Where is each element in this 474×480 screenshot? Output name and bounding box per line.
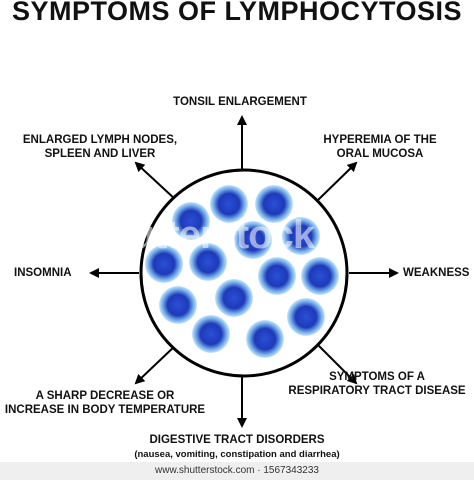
symptom-bottom-detail: (nausea, vomiting, constipation and diar…	[134, 449, 340, 460]
lymphocyte-cell	[145, 245, 183, 283]
lymphocyte-cell	[189, 243, 227, 281]
symptom-left: INSOMNIA	[14, 266, 84, 280]
lymphocyte-cell	[301, 257, 339, 295]
symptom-bottom-left-line: INCREASE IN BODY TEMPERATURE	[4, 404, 206, 416]
symptom-top-right: HYPEREMIA OF THE ORAL MUCOSA	[300, 133, 460, 161]
lymphocyte-cell	[258, 257, 296, 295]
symptom-bottom-right: SYMPTOMS OF A RESPIRATORY TRACT DISEASE	[282, 370, 472, 398]
lymphocyte-cell	[215, 279, 253, 317]
lymphocyte-cell	[287, 298, 325, 336]
symptom-top-left: ENLARGED LYMPH NODES, SPLEEN AND LIVER	[10, 133, 190, 161]
lymphocyte-cell	[282, 217, 320, 255]
symptom-top: TONSIL ENLARGEMENT	[140, 95, 340, 109]
page-title: SYMPTOMS OF LYMPHOCYTOSIS	[11, 0, 463, 26]
symptom-left-text: INSOMNIA	[14, 267, 72, 279]
watermark: shutterstock	[86, 213, 315, 257]
lymphocyte-cells	[145, 185, 339, 358]
footer-credit: www.shutterstock.com · 1567343233	[0, 462, 474, 480]
symptom-bottom-text: DIGESTIVE TRACT DISORDERS	[149, 434, 325, 446]
symptom-right: WEAKNESS	[403, 266, 473, 280]
symptom-bottom-left-line: A SHARP DECREASE OR	[35, 390, 175, 402]
symptom-top-left-line: SPLEEN AND LIVER	[44, 148, 156, 160]
arrow-top-right	[317, 161, 358, 201]
symptom-right-text: WEAKNESS	[403, 267, 470, 279]
symptom-bottom-left: A SHARP DECREASE OR INCREASE IN BODY TEM…	[0, 389, 210, 417]
arrow-bottom-right	[317, 344, 358, 385]
symptom-top-right-line: ORAL MUCOSA	[336, 148, 424, 160]
symptom-top-text: TONSIL ENLARGEMENT	[173, 96, 307, 108]
lymphocyte-cell	[234, 221, 272, 259]
symptom-bottom: DIGESTIVE TRACT DISORDERS	[112, 433, 362, 447]
symptom-top-right-line: HYPEREMIA OF THE	[323, 134, 437, 146]
arrow-bottom-left	[134, 344, 177, 385]
symptom-top-left-line: ENLARGED LYMPH NODES,	[22, 134, 178, 146]
symptom-bottom-right-line: SYMPTOMS OF A	[329, 371, 425, 383]
lymphocyte-cell	[246, 320, 284, 358]
lymphocyte-cell	[210, 185, 248, 223]
lymphocyte-cell	[172, 202, 210, 240]
lymphocyte-cell	[192, 315, 230, 353]
lymphocyte-cell	[159, 286, 197, 324]
arrow-top-left	[134, 161, 177, 201]
symptom-bottom-right-line: RESPIRATORY TRACT DISEASE	[288, 385, 466, 397]
lymphocyte-cell	[255, 185, 293, 223]
